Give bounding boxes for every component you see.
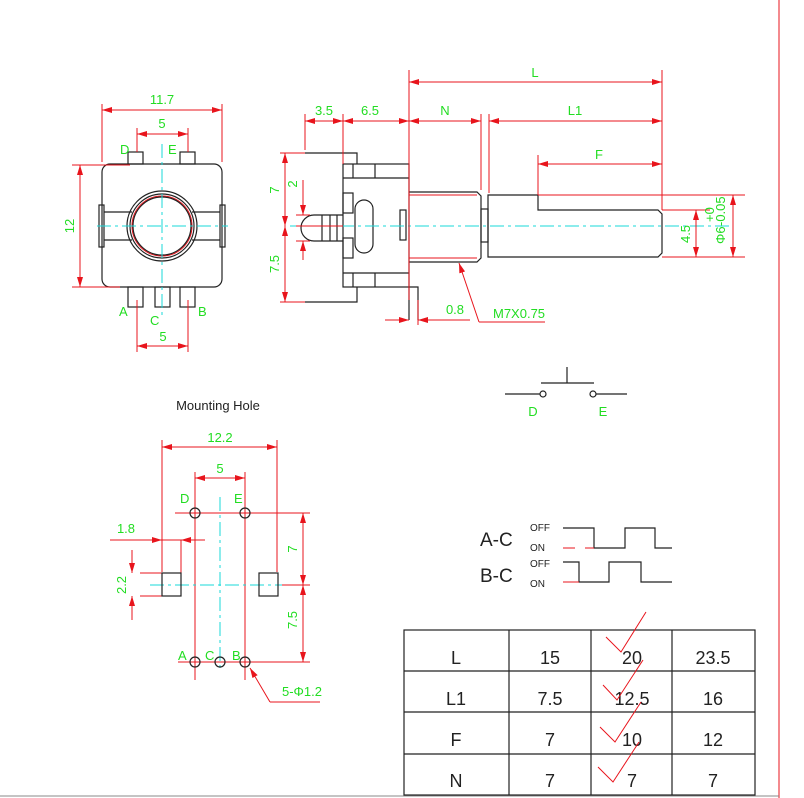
dim-0-8: 0.8: [446, 302, 464, 317]
label-ac-on: ON: [530, 543, 545, 554]
cell: 12: [703, 730, 723, 750]
label-bc: B-C: [480, 566, 513, 587]
row-label-n: N: [450, 771, 463, 791]
dim-pin-bottom: 5: [159, 329, 166, 344]
label-a: A: [119, 304, 128, 319]
switch-symbol: D E: [505, 367, 627, 419]
cell: 12.5: [614, 689, 649, 709]
dim-2: 2: [285, 180, 300, 187]
thread-spec: M7X0.75: [493, 306, 545, 321]
mounting-title: Mounting Hole: [176, 398, 260, 413]
mh-label-c: C: [205, 648, 214, 663]
dim-l1: L1: [568, 103, 582, 118]
dim-3-5: 3.5: [315, 103, 333, 118]
dim-f: F: [595, 147, 603, 162]
cell: 20: [622, 648, 642, 668]
mh-dim-7-5: 7.5: [285, 611, 300, 629]
dim-n: N: [440, 103, 449, 118]
switch-label-e: E: [599, 404, 608, 419]
label-b: B: [198, 304, 207, 319]
mh-dim-5: 5: [216, 461, 223, 476]
dim-diameter: Φ6: [713, 226, 728, 244]
label-bc-on: ON: [530, 579, 545, 590]
check-marks: [597, 611, 647, 783]
label-ac: A-C: [480, 530, 513, 551]
cell: 23.5: [695, 648, 730, 668]
label-bc-off: OFF: [530, 559, 550, 570]
cell: 7: [708, 771, 718, 791]
row-label-l: L: [451, 648, 461, 668]
switch-label-d: D: [528, 404, 537, 419]
dim-4-5: 4.5: [678, 225, 693, 243]
dim-6-5: 6.5: [361, 103, 379, 118]
label-d: D: [120, 142, 129, 157]
mh-label-d: D: [180, 491, 189, 506]
mh-label-a: A: [178, 648, 187, 663]
mh-holes: 5-Φ1.2: [282, 684, 322, 699]
mh-label-b: B: [232, 648, 241, 663]
cell: 10: [622, 730, 642, 750]
row-label-f: F: [451, 730, 462, 750]
cell: 16: [703, 689, 723, 709]
cell: 7: [545, 730, 555, 750]
waveforms: A-C OFF ON B-C OFF ON: [480, 523, 672, 590]
dim-width: 11.7: [150, 92, 174, 107]
dim-7: 7: [267, 186, 282, 193]
side-view: L N L1 F 3.5 6.5 7 7.5 2 4.5 Φ6 +0 -0.05…: [267, 65, 745, 325]
cell: 7: [545, 771, 555, 791]
cell: 15: [540, 648, 560, 668]
pin-e: [179, 151, 196, 165]
dim-l: L: [531, 65, 538, 80]
tol-upper: +0: [702, 207, 717, 222]
mh-dim-12-2: 12.2: [207, 430, 232, 445]
mh-dim-1-8: 1.8: [117, 521, 135, 536]
tol-lower: -0.05: [713, 196, 728, 226]
mh-dim-2-2: 2.2: [114, 576, 129, 594]
dim-7-5: 7.5: [267, 255, 282, 273]
pin-d: [127, 151, 144, 165]
mh-dim-7: 7: [285, 545, 300, 552]
dim-height: 12: [62, 219, 77, 233]
dimension-table: L 15 20 23.5 L1 7.5 12.5 16 F 7 10 12 N …: [403, 611, 756, 796]
label-ac-off: OFF: [530, 523, 550, 534]
mounting-hole: Mounting Hole 12.2 5 1.8 2.2 7 7.5 5-Φ1.…: [110, 398, 322, 703]
cell: 7: [627, 771, 637, 791]
dim-pin-top: 5: [158, 116, 165, 131]
cell: 7.5: [537, 689, 562, 709]
front-view: 11.7 5 12 5 D E A C B: [62, 92, 228, 352]
label-e: E: [168, 142, 177, 157]
pin-a: [127, 286, 144, 308]
mh-label-e: E: [234, 491, 243, 506]
row-label-l1: L1: [446, 689, 466, 709]
label-c: C: [150, 313, 159, 328]
